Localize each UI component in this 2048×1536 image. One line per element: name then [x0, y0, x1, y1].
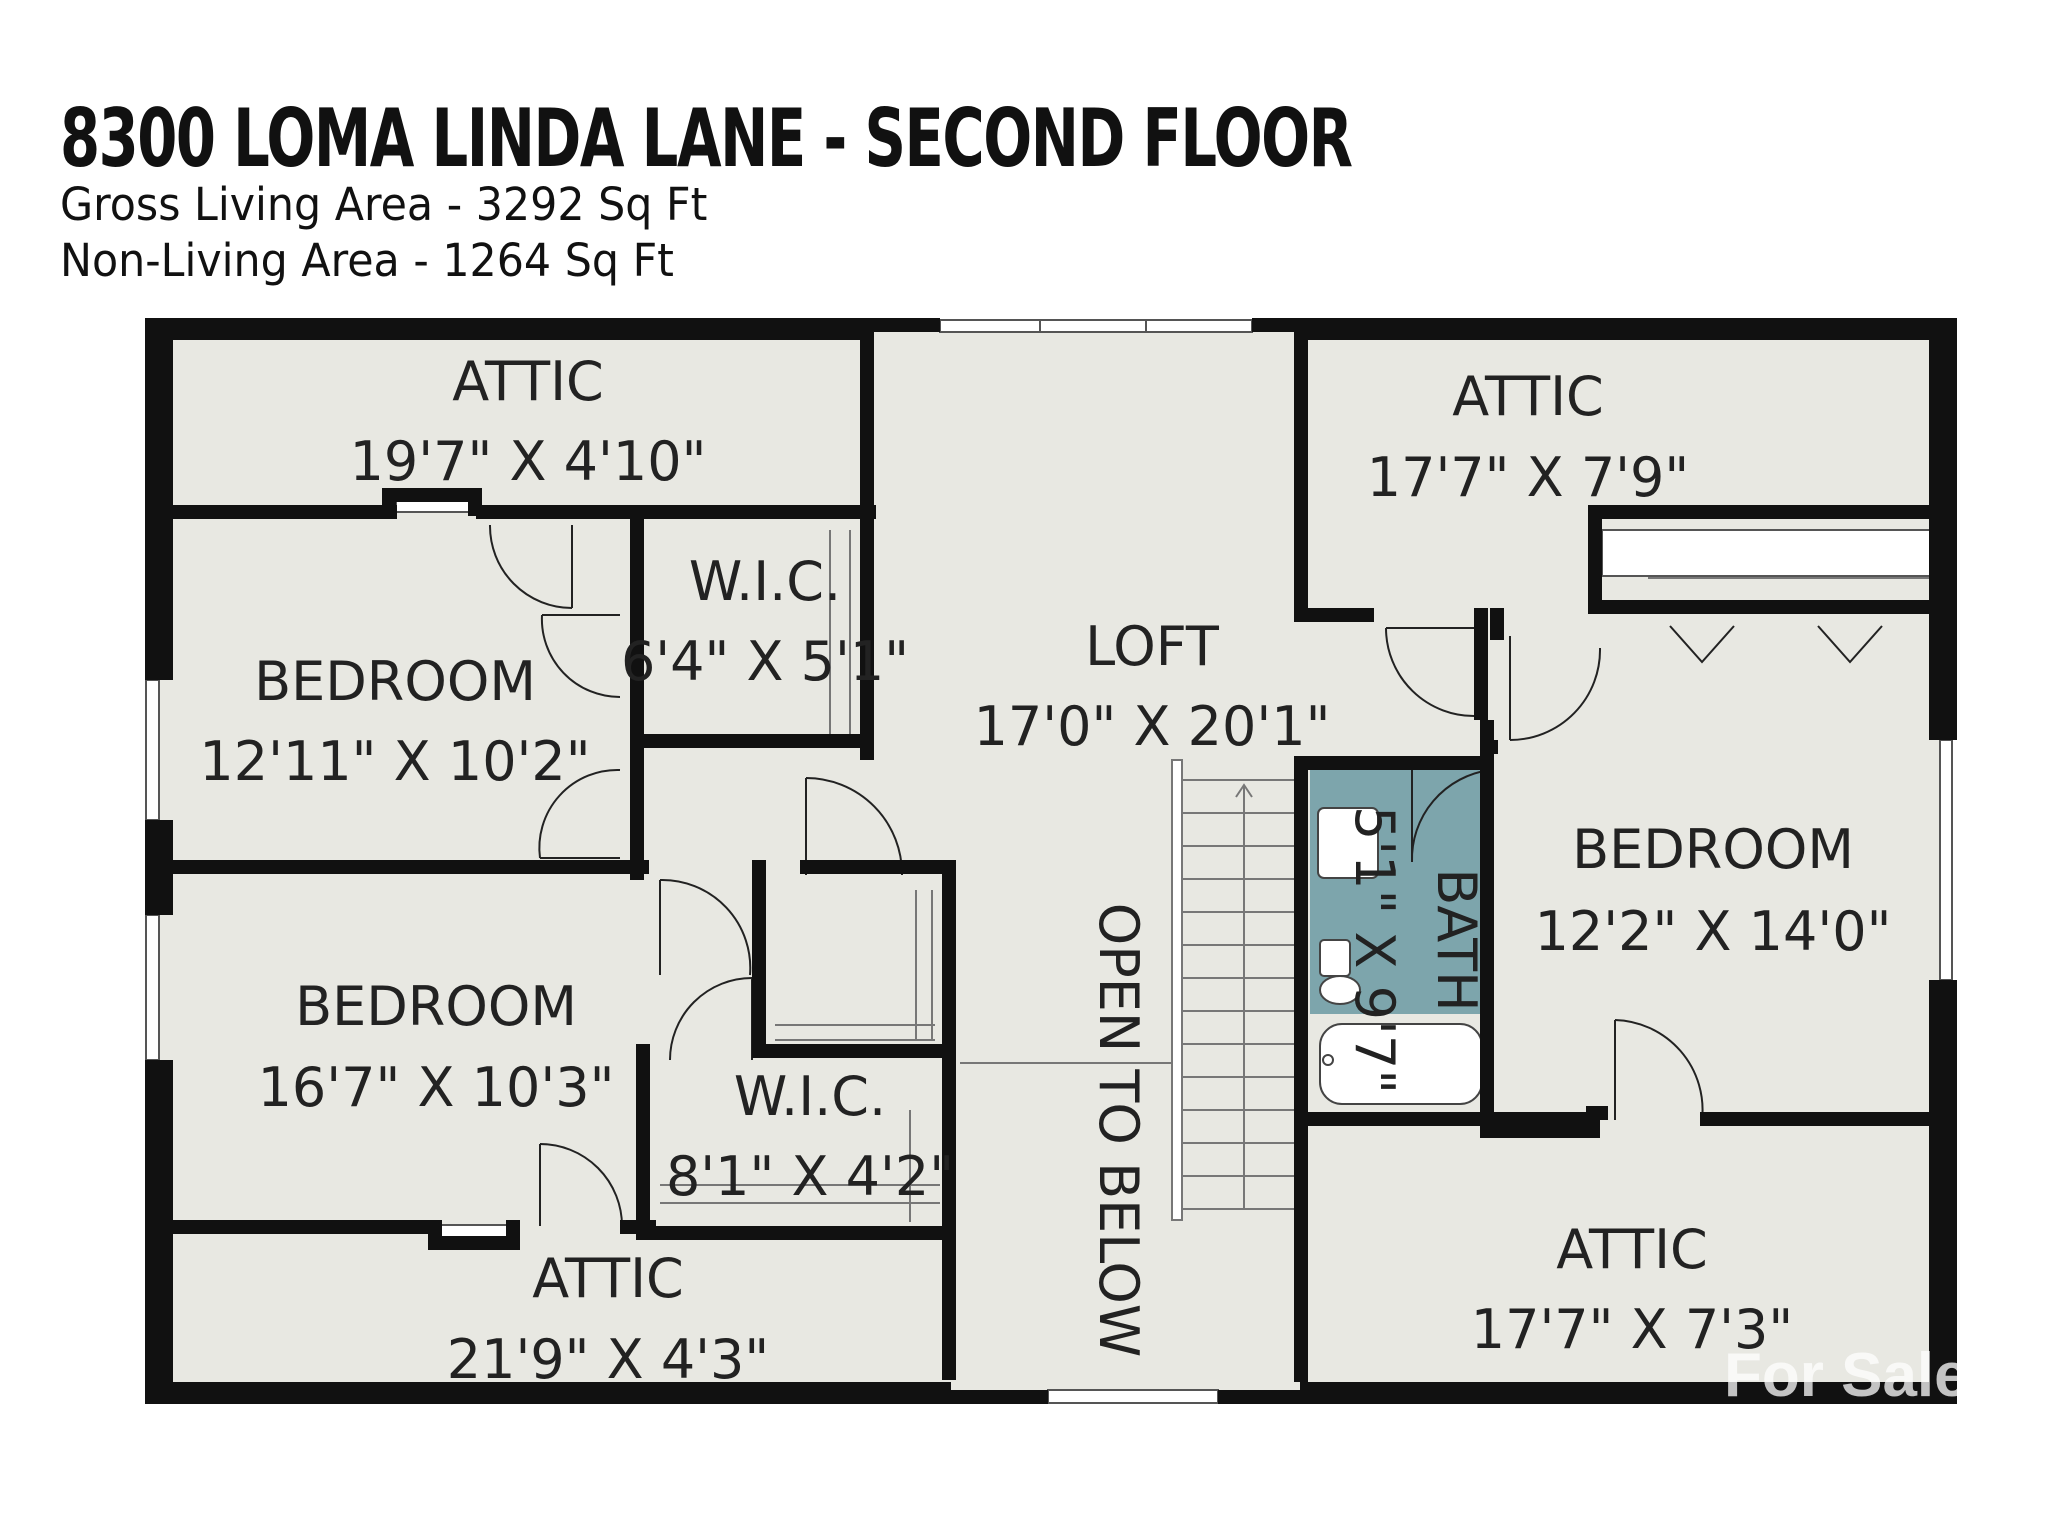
bedroom-3-size: 12'2" X 14'0": [1535, 900, 1892, 963]
attic-se-name: ATTIC: [1556, 1218, 1707, 1281]
wic-1-size: 6'4" X 5'1": [621, 630, 909, 693]
wic-2-size: 8'1" X 4'2": [666, 1145, 954, 1208]
watermark: For Sale: [1724, 1341, 1969, 1410]
walls: [145, 318, 1957, 1404]
attic-nw-name: ATTIC: [452, 350, 603, 413]
loft-name: LOFT: [1085, 615, 1220, 678]
bedroom-1-size: 12'11" X 10'2": [199, 730, 590, 793]
bedroom-2-name: BEDROOM: [295, 975, 577, 1038]
closet-shelves: [660, 530, 1940, 1222]
attic-sw-name: ATTIC: [532, 1247, 683, 1310]
attic-se-size: 17'7" X 7'3": [1471, 1298, 1793, 1361]
bedroom-3-name: BEDROOM: [1572, 818, 1854, 881]
plan-title: 8300 LOMA LINDA LANE - SECOND FLOOR: [60, 92, 1353, 185]
wic-1-name: W.I.C.: [689, 550, 841, 613]
stairs: [960, 759, 1300, 1221]
open-to-below-label: OPEN TO BELOW: [1087, 903, 1150, 1358]
windows: [145, 319, 1953, 1404]
non-living-area: Non-Living Area - 1264 Sq Ft: [60, 234, 674, 287]
attic-sw-size: 21'9" X 4'3": [447, 1328, 769, 1391]
attic-nw-size: 19'7" X 4'10": [350, 430, 707, 493]
attic-ne-name: ATTIC: [1452, 365, 1603, 428]
gross-living-area: Gross Living Area - 3292 Sq Ft: [60, 178, 708, 231]
loft-size: 17'0" X 20'1": [974, 695, 1331, 758]
bath-name: BATH: [1425, 868, 1488, 1011]
wic-2-name: W.I.C.: [734, 1065, 886, 1128]
bedroom-1-name: BEDROOM: [254, 650, 536, 713]
bath-fixtures: [1317, 807, 1483, 1105]
bedroom-2-size: 16'7" X 10'3": [258, 1056, 615, 1119]
attic-ne-size: 17'7" X 7'9": [1367, 446, 1689, 509]
bath-size: 5'1" X 9'7": [1343, 806, 1406, 1094]
